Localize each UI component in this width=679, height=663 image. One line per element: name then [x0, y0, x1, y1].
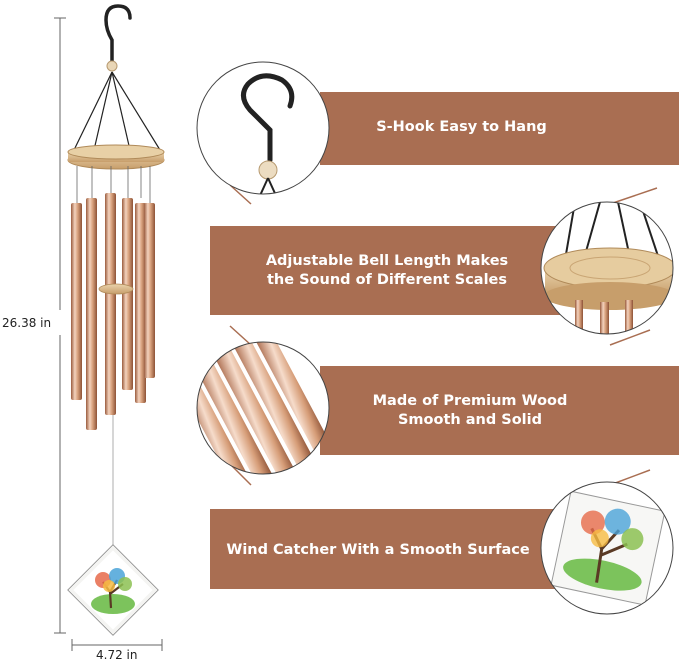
detail-circle-hook [196, 61, 330, 195]
feature-3-text: Made of Premium Wood Smooth and Solid [330, 392, 610, 430]
feature-4-line-1: Wind Catcher With a Smooth Surface [226, 542, 530, 558]
wood-bead [106, 60, 118, 72]
feature-3-line-2: Smooth and Solid [397, 412, 543, 428]
feature-2-line-2: the Sound of Different Scales [266, 272, 508, 288]
banner-3 [320, 366, 679, 455]
feature-4-text: Wind Catcher With a Smooth Surface [210, 541, 546, 560]
banner-2 [210, 226, 565, 315]
height-dimension-line [54, 17, 66, 634]
width-label: 4.72 in [96, 648, 138, 662]
feature-2-line-1: Adjustable Bell Length Makes [265, 253, 509, 269]
banner-1 [320, 92, 679, 165]
hook-icon [104, 4, 132, 64]
detail-circle-tubes [196, 341, 330, 475]
feature-2-text: Adjustable Bell Length Makes the Sound o… [222, 252, 552, 290]
wind-chime [67, 4, 165, 636]
detail-circle-wood-top [540, 201, 674, 335]
feature-banners [210, 92, 679, 589]
banner-4 [210, 509, 565, 589]
detail-circle-sail [540, 481, 674, 615]
feature-3-line-1: Made of Premium Wood [372, 393, 568, 409]
feature-1-text: S-Hook Easy to Hang [320, 118, 603, 137]
width-dimension-line [71, 639, 163, 651]
connector-lines [229, 184, 658, 486]
height-label: 26.38 in [2, 316, 52, 330]
feature-1-line-1: S-Hook Easy to Hang [376, 119, 547, 135]
striker [98, 283, 134, 295]
